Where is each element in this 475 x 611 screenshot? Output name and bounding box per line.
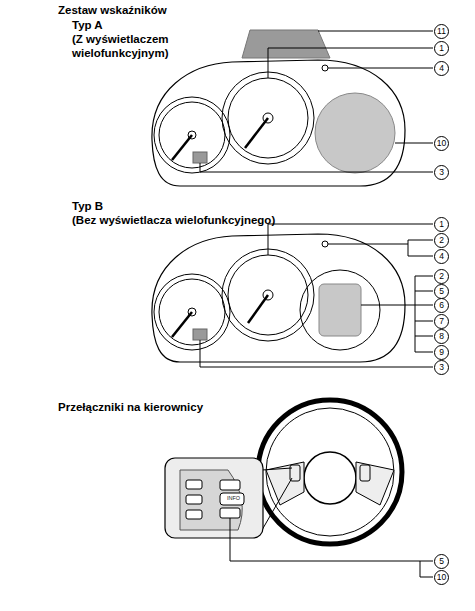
type-heading: Typ A	[72, 18, 103, 32]
callout-number: 3	[434, 360, 449, 375]
title-heading: Zestaw wskaźników	[58, 3, 167, 17]
callout-number: 7	[434, 314, 449, 329]
callout-number: 5	[434, 284, 449, 299]
callout-number: 9	[434, 345, 449, 360]
callout-number: 4	[434, 61, 449, 76]
callout-number: 2	[434, 269, 449, 284]
callout-number: 1	[434, 41, 449, 56]
callout-number: 2	[434, 233, 449, 248]
callout-number: 5	[434, 554, 449, 569]
callout-number: 1	[434, 217, 449, 232]
type-heading: Przełączniki na kierownicy	[58, 400, 203, 414]
button-label: INFO	[227, 495, 240, 501]
type-heading: Typ B	[72, 199, 103, 213]
callout-number: 10	[434, 570, 449, 585]
type-heading: (Bez wyświetlacza wielofunkcyjnego)	[72, 213, 275, 227]
callout-number: 4	[434, 249, 449, 264]
callout-number: 3	[434, 165, 449, 180]
callout-number: 6	[434, 298, 449, 313]
callout-number: 11	[434, 24, 449, 39]
type-subheading: (Z wyświetlaczem wielofunkcyjnym)	[72, 32, 182, 60]
callout-number: 10	[434, 136, 449, 151]
callout-number: 8	[434, 329, 449, 344]
